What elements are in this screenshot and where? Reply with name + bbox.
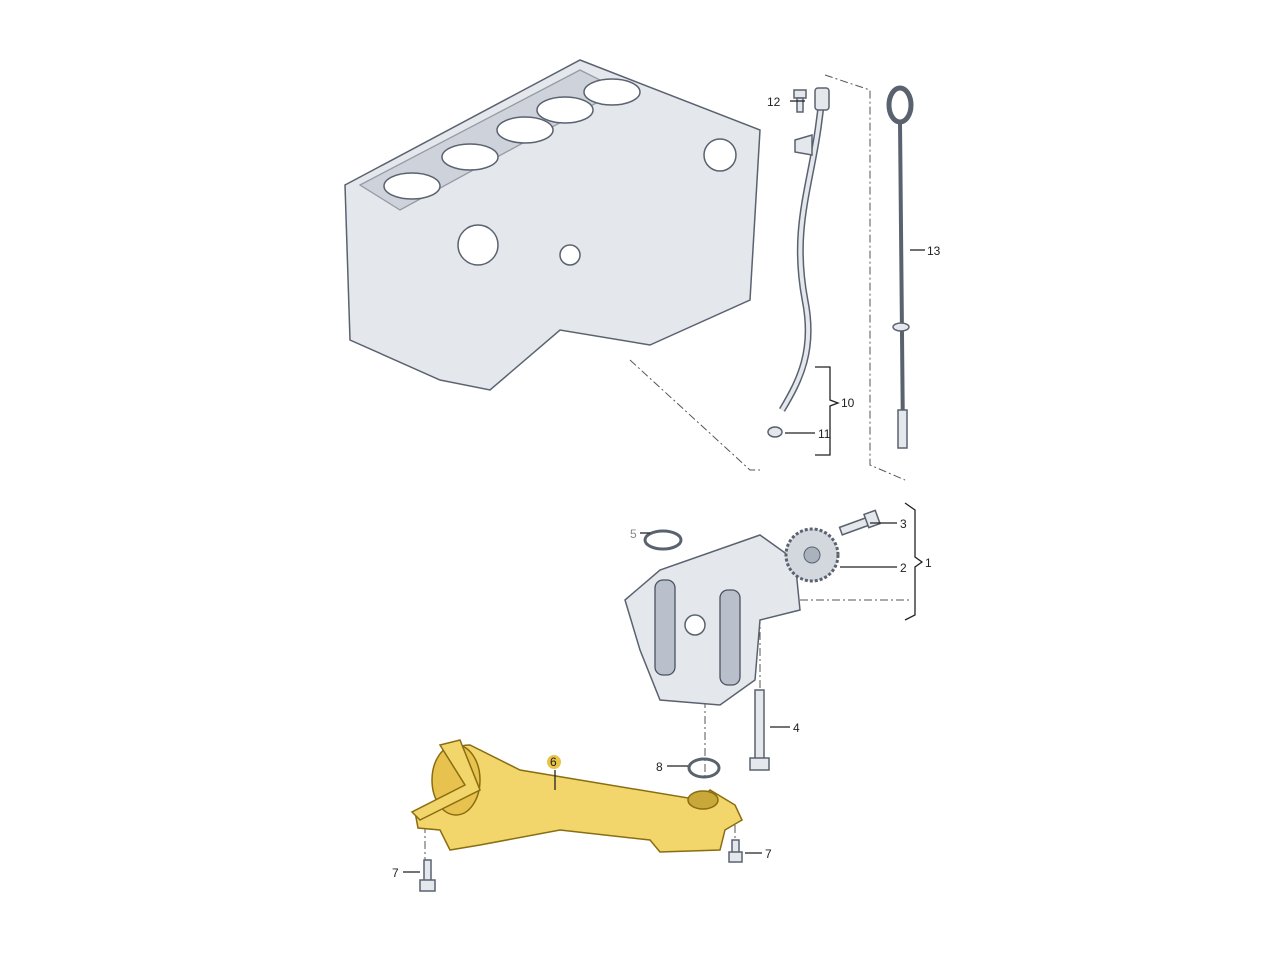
callout-8: 8 xyxy=(656,760,663,774)
bolt-7-left xyxy=(419,859,436,892)
seal-ring-11 xyxy=(767,426,783,438)
o-ring-8 xyxy=(687,757,721,779)
engine-block xyxy=(344,59,761,391)
callout-3: 3 xyxy=(900,517,907,531)
callout-10: 10 xyxy=(841,396,855,410)
callout-7-right: 7 xyxy=(765,847,772,861)
bolt-7-right xyxy=(728,839,743,863)
highlight-badge xyxy=(547,755,561,769)
bolt-3 xyxy=(838,509,881,536)
callout-2: 2 xyxy=(900,561,907,575)
callout-4: 4 xyxy=(793,721,800,735)
oil-intake-pipe xyxy=(410,739,743,853)
callout-11: 11 xyxy=(818,427,831,441)
guide-line xyxy=(629,359,760,471)
oil-dipstick xyxy=(886,85,914,449)
callout-13: 13 xyxy=(927,244,941,258)
dipstick-guide-tube xyxy=(778,87,830,412)
callout-6: 6 xyxy=(550,755,557,769)
callout-5: 5 xyxy=(630,527,637,541)
drive-sprocket xyxy=(784,527,840,583)
leader-lines xyxy=(403,100,925,873)
oil-pump xyxy=(624,534,801,706)
callout-12: 12 xyxy=(767,95,781,109)
guide-line xyxy=(824,74,906,481)
o-ring-5 xyxy=(643,529,683,551)
callout-7-left: 7 xyxy=(392,866,399,880)
callout-1: 1 xyxy=(925,556,932,570)
bolt-4 xyxy=(749,689,770,771)
bolt-12 xyxy=(793,89,807,113)
